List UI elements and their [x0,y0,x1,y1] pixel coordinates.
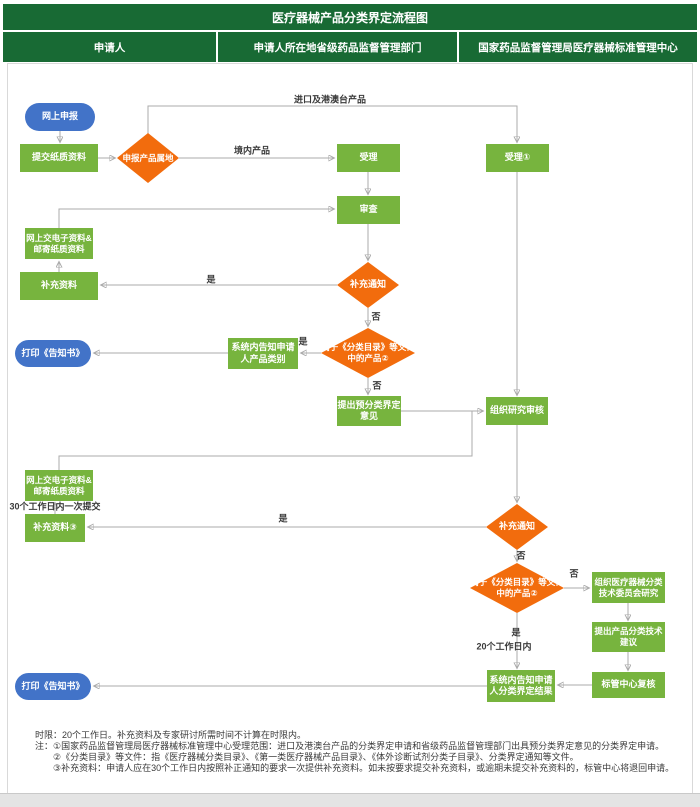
node-label: 补充资料③ [33,522,77,533]
node-supplement-notice-2-decision: 补充通知 [486,504,548,550]
node-print-notice-1: 打印《告知书》 [15,340,91,367]
node-label: 属于《分类目录》等文件中的产品② [470,577,564,598]
edge-label-yes-1: 是 [206,274,216,285]
diamond-shape [486,504,548,550]
node-supplement-notice-1-decision: 补充通知 [337,262,399,308]
diamond-shape [117,133,179,183]
node-print-notice-2: 打印《告知书》 [15,673,91,700]
node-label: 组织研究审核 [489,405,544,416]
node-notify-result: 系统内告知申请人分类界定结果 [487,670,555,702]
diamond-shape [337,262,399,308]
node-accept-center: 受理① [486,144,549,172]
node-label: 补充资料 [40,280,77,291]
edge-label-no-2: 否 [372,380,382,391]
node-label: 打印《告知书》 [21,347,85,358]
node-label: 打印《告知书》 [21,680,85,691]
diamond-shape [470,563,564,613]
node-pre-classification: 提出预分类界定意见 [337,396,401,426]
node-submit-paper: 提交纸质资料 [20,144,98,172]
node-label: 组织医疗器械分类技术委员会研究 [594,576,663,598]
node-label: 系统内告知申请人分类界定结果 [489,674,553,696]
node-in-catalog-1-decision: 属于《分类目录》等文件中的产品② [321,328,415,378]
edge-label-yes-3: 是 [278,513,288,524]
node-committee-research: 组织医疗器械分类技术委员会研究 [592,572,665,603]
chart-frame [7,63,693,794]
node-label: 补充通知 [498,521,535,532]
node-accept-provincial: 受理 [337,144,400,172]
swimlane-header-row: 申请人 申请人所在地省级药品监督管理部门 国家药品监督管理局医疗器械标准管理中心 [3,32,697,62]
swimlane-applicant: 申请人 [3,32,216,62]
footnote-time-limit: 时限：20个工作日。补充资料及专家研讨所需时间不计算在时限内。 [35,730,307,740]
edge-label-domestic-products: 境内产品 [233,145,271,156]
node-label: 受理 [359,152,378,163]
node-label: 受理① [504,152,531,163]
node-label: 网上交电子资料&邮寄纸质资料 [26,232,92,254]
bottom-scrollbar-strip[interactable] [0,793,700,807]
node-label: 标管中心复核 [601,679,656,690]
node-label: 提交纸质资料 [31,152,86,163]
node-label: 网上交电子资料&邮寄纸质资料 [26,474,92,496]
footnote-3: ③补充资料：申请人应在30个工作日内按照补正通知的要求一次提供补充资料。如未按要… [53,763,675,773]
node-label: 网上申报 [41,111,78,122]
node-review: 审查 [337,196,400,224]
node-organize-review: 组织研究审核 [486,397,548,425]
edge-label-no-3: 否 [516,550,526,561]
node-supplement-1: 补充资料 [20,272,98,300]
page-title: 医疗器械产品分类界定流程图 [3,4,697,30]
node-product-origin-decision: 申报产品属地 [117,133,179,183]
node-notify-category: 系统内告知申请人产品类别 [228,338,298,369]
footnote-1: 注：①国家药品监督管理局医疗器械标准管理中心受理范围：进口及港澳台产品的分类界定… [35,741,665,751]
node-online-apply: 网上申报 [25,103,95,131]
node-label: 属于《分类目录》等文件中的产品② [321,342,415,363]
edge-label-no-4: 否 [569,568,579,579]
node-submit-online-mail-2: 网上交电子资料&邮寄纸质资料 [25,470,93,501]
swimlane-national-center: 国家药品监督管理局医疗器械标准管理中心 [459,32,697,62]
node-label: 申报产品属地 [122,152,174,163]
node-label: 提出预分类界定意见 [337,399,401,421]
node-tech-suggestion: 提出产品分类技术建议 [592,622,665,652]
node-submit-online-mail-1: 网上交电子资料&邮寄纸质资料 [25,228,93,259]
node-supplement-2: 补充资料③ [25,514,85,542]
edge-label-yes-4: 是 [511,627,521,638]
swimlane-provincial-dept: 申请人所在地省级药品监督管理部门 [218,32,457,62]
node-label: 补充通知 [349,279,386,290]
footnote-2: ②《分类目录》等文件：指《医疗器械分类目录》、《第一类医疗器械产品目录》、《体外… [53,752,579,762]
diamond-shape [321,328,415,378]
edge-label-import-products: 进口及港澳台产品 [293,94,367,105]
edge-label-within-30-days: 30个工作日内一次提交 [9,501,101,512]
footnotes: 时限：20个工作日。补充资料及专家研讨所需时间不计算在时限内。 注：①国家药品监… [35,730,675,774]
node-label: 审查 [359,204,378,215]
edge-label-within-20-days: 20个工作日内 [476,641,532,652]
edge-label-yes-2: 是 [298,336,308,347]
node-center-recheck: 标管中心复核 [592,672,665,698]
node-in-catalog-2-decision: 属于《分类目录》等文件中的产品② [470,563,564,613]
node-label: 提出产品分类技术建议 [594,626,663,647]
node-label: 系统内告知申请人产品类别 [231,342,295,364]
edge-label-no-1: 否 [371,311,381,322]
